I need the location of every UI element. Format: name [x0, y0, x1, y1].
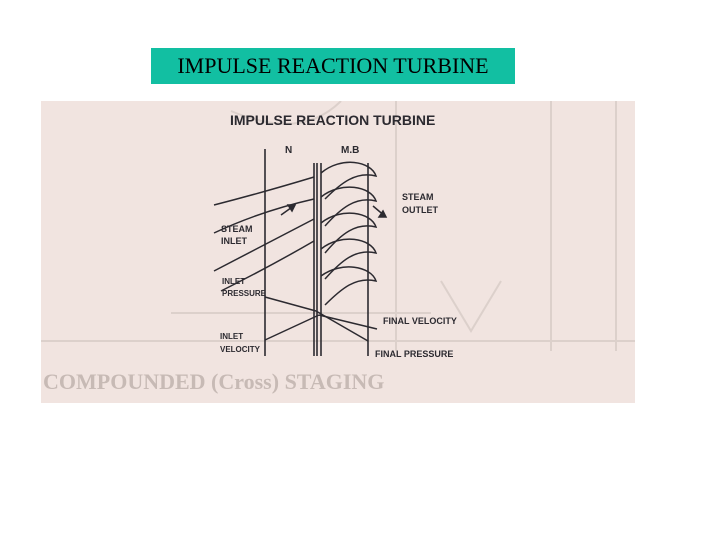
nozzle-blades — [213, 176, 315, 292]
figure-heading: IMPULSE REACTION TURBINE — [230, 112, 435, 128]
slide-title: IMPULSE REACTION TURBINE — [151, 48, 515, 84]
bleed-through-text: COMPOUNDED (Cross) STAGING — [43, 369, 384, 394]
turbine-diagram-scan: COMPOUNDED (Cross) STAGING IMPULSE REACT… — [41, 101, 635, 403]
paper-background — [41, 101, 635, 403]
steam-outlet-label-2: OUTLET — [402, 205, 438, 215]
final-velocity-label: FINAL VELOCITY — [383, 316, 457, 326]
inlet-pressure-label-2: PRESSURE — [222, 289, 267, 298]
turbine-boundary-lines — [264, 149, 369, 356]
inlet-velocity-label-1: INLET — [220, 332, 243, 341]
inlet-velocity-label-2: VELOCITY — [220, 345, 261, 354]
moving-blades-label: M.B — [341, 145, 359, 156]
steam-flow-arrows — [280, 204, 388, 218]
pressure-velocity-curves — [264, 296, 378, 342]
final-pressure-label: FINAL PRESSURE — [375, 349, 453, 359]
steam-inlet-label-1: STEAM — [221, 224, 253, 234]
moving-blades — [320, 161, 378, 306]
steam-inlet-label-2: INLET — [221, 236, 248, 246]
bleed-through — [41, 101, 635, 351]
inlet-pressure-label-1: INLET — [222, 277, 245, 286]
steam-outlet-label-1: STEAM — [402, 192, 434, 202]
nozzle-label: N — [285, 145, 292, 156]
